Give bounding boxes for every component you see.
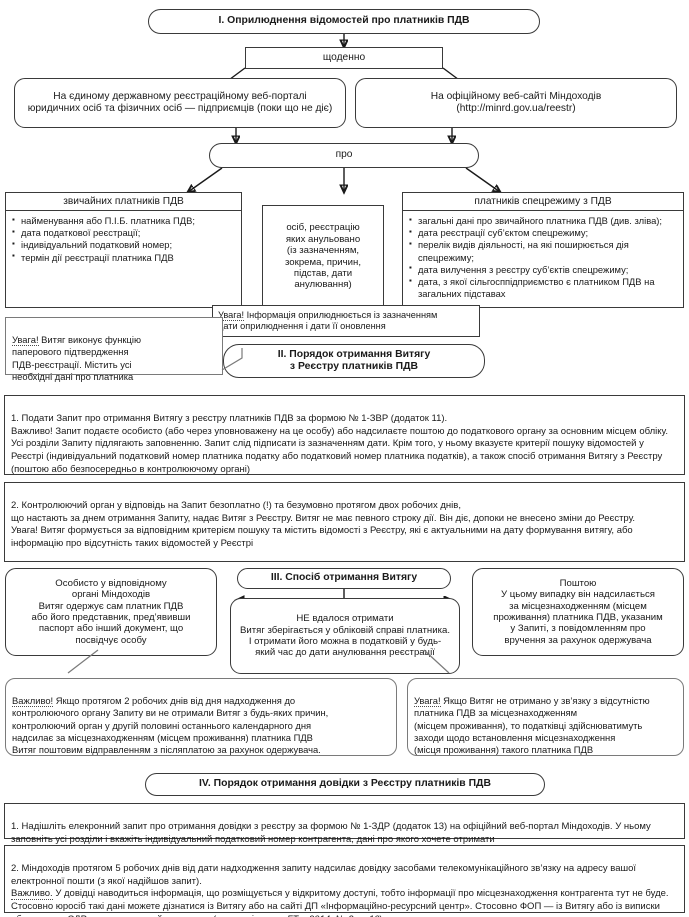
step-1-text: 1. Подати Запит про отримання Витягу з р… [11, 412, 668, 475]
about-box: про [209, 143, 479, 168]
list-item: дата, з якої сільгосппідприємство є плат… [409, 276, 678, 300]
source-mindohodiv-site: На офіційному веб-сайті Міндоходів (http… [355, 78, 677, 128]
section-3-title: III. Спосіб отримання Витягу [237, 568, 451, 589]
column-special-regime-list: загальні дані про звичайного платника ПД… [403, 211, 683, 305]
reference-step-1-text: 1. Надішліть елекронний запит про отрима… [11, 820, 651, 845]
list-item: дата реєстрації суб’єктом спецрежиму; [409, 227, 678, 239]
note-payer-absent: Увага! Якщо Витяг не отримано у зв’язку … [407, 678, 684, 756]
column-regular-payers-list: найменування або П.І.Б. платника ПДВ; да… [6, 211, 241, 268]
column-special-regime-header: платників спецрежиму з ПДВ [403, 193, 683, 211]
section-2-title: II. Порядок отримання Витягу з Реєстру п… [223, 344, 485, 378]
way-by-mail: Поштою У цьому випадку він надсилається … [472, 568, 684, 656]
way-not-received: НЕ вдалося отримати Витяг зберігається у… [230, 598, 460, 674]
reference-step-2-text-a: 2. Міндоходів протягом 5 робочих днів ві… [11, 862, 637, 887]
reference-step-2-source: «БТ», 2014, № 2, с. 10 [282, 914, 380, 917]
column-cancelled-registrations: осіб, реєстрацію яких анульовано (із заз… [262, 205, 384, 308]
section-4-title: IV. Порядок отримання довідки з Реєстру … [145, 773, 545, 796]
reference-step-2-lead: Важливо. [11, 888, 53, 901]
column-regular-payers: звичайних платників ПДВ найменування або… [5, 192, 242, 308]
reference-step-2-text-b: У довідці наводиться інформація, що розм… [11, 888, 669, 917]
column-regular-payers-header: звичайних платників ПДВ [6, 193, 241, 211]
step-1-submit-request: 1. Подати Запит про отримання Витягу з р… [4, 395, 685, 475]
reference-step-1: 1. Надішліть елекронний запит про отрима… [4, 803, 685, 845]
note-publication-dates: Увага! Інформація оприлюднюється із зазн… [212, 305, 480, 337]
list-item: найменування або П.І.Б. платника ПДВ; [12, 214, 236, 227]
list-item: індивідуальний податковий номер; [12, 239, 236, 251]
section-1-title: I. Оприлюднення відомостей про платників… [148, 9, 540, 34]
frequency-box: щоденно [245, 47, 443, 69]
reference-step-2-text-c: ) [379, 914, 382, 917]
reference-step-2: 2. Міндоходів протягом 5 робочих днів ві… [4, 845, 685, 917]
note-2-working-days: Важливо! Якщо протягом 2 робочих днів ві… [5, 678, 397, 756]
list-item: перелік видів діяльності, на які поширює… [409, 239, 678, 263]
step-2-authority-response: 2. Контролюючий орган у відповідь на Зап… [4, 482, 685, 562]
list-item: дата податкової реєстрації; [12, 227, 236, 239]
step-2-text: 2. Контролюючий орган у відповідь на Зап… [11, 499, 636, 550]
note-payer-absent-text: Увага! Якщо Витяг не отримано у зв’язку … [414, 695, 650, 756]
note-2-working-days-text: Важливо! Якщо протягом 2 робочих днів ві… [12, 695, 329, 756]
way-in-person: Особисто у відповідному органі Міндоході… [5, 568, 217, 656]
column-special-regime-payers: платників спецрежиму з ПДВ загальні дані… [402, 192, 684, 308]
list-item: дата вилучення з реєстру суб’єктів спецр… [409, 263, 678, 276]
list-item: термін дії реєстрації платника ПДВ [12, 251, 236, 264]
list-item: загальні дані про звичайного платника ПД… [409, 214, 678, 227]
source-registry-portal: На єдиному державному реєстраційному веб… [14, 78, 346, 128]
